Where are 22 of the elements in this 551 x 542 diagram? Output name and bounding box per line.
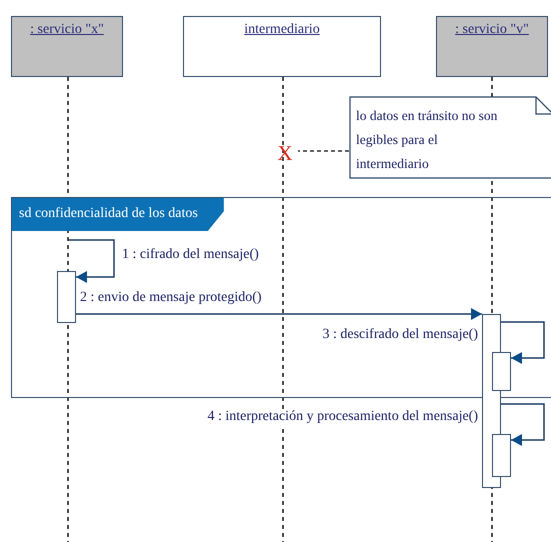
- lifeline-name: : servicio "v": [455, 22, 529, 38]
- message-label: 1 : cifrado del mensaje(): [122, 247, 259, 263]
- cross-mark: X: [272, 140, 298, 166]
- lifeline-name: : servicio "x": [30, 22, 104, 38]
- note-box: [349, 96, 551, 179]
- message-arrow: [501, 403, 545, 446]
- lifeline-head-box: [11, 16, 123, 77]
- message-arrow: [76, 308, 482, 320]
- message-label: 3 : descifrado del mensaje(): [322, 327, 478, 343]
- message-arrow: [501, 321, 545, 364]
- activation-bar: [492, 352, 511, 391]
- message-label: 4 : interpretación y procesamiento del mensaje(): [207, 409, 478, 425]
- message-arrow: [68, 239, 115, 283]
- leader-line: [298, 150, 349, 152]
- frame-title: sd confidencialidad de los datos: [12, 198, 224, 231]
- lifeline-head-box: [183, 16, 381, 77]
- lifeline-name: intermediario: [244, 22, 320, 38]
- activation-bar: [492, 434, 511, 477]
- lifeline-head-box: [436, 16, 548, 77]
- message-label: 2 : envio de mensaje protegido(): [80, 290, 262, 306]
- note-text: lo datos en tránsito no son legibles para el intermediario: [356, 107, 498, 173]
- activation-bar: [57, 271, 76, 323]
